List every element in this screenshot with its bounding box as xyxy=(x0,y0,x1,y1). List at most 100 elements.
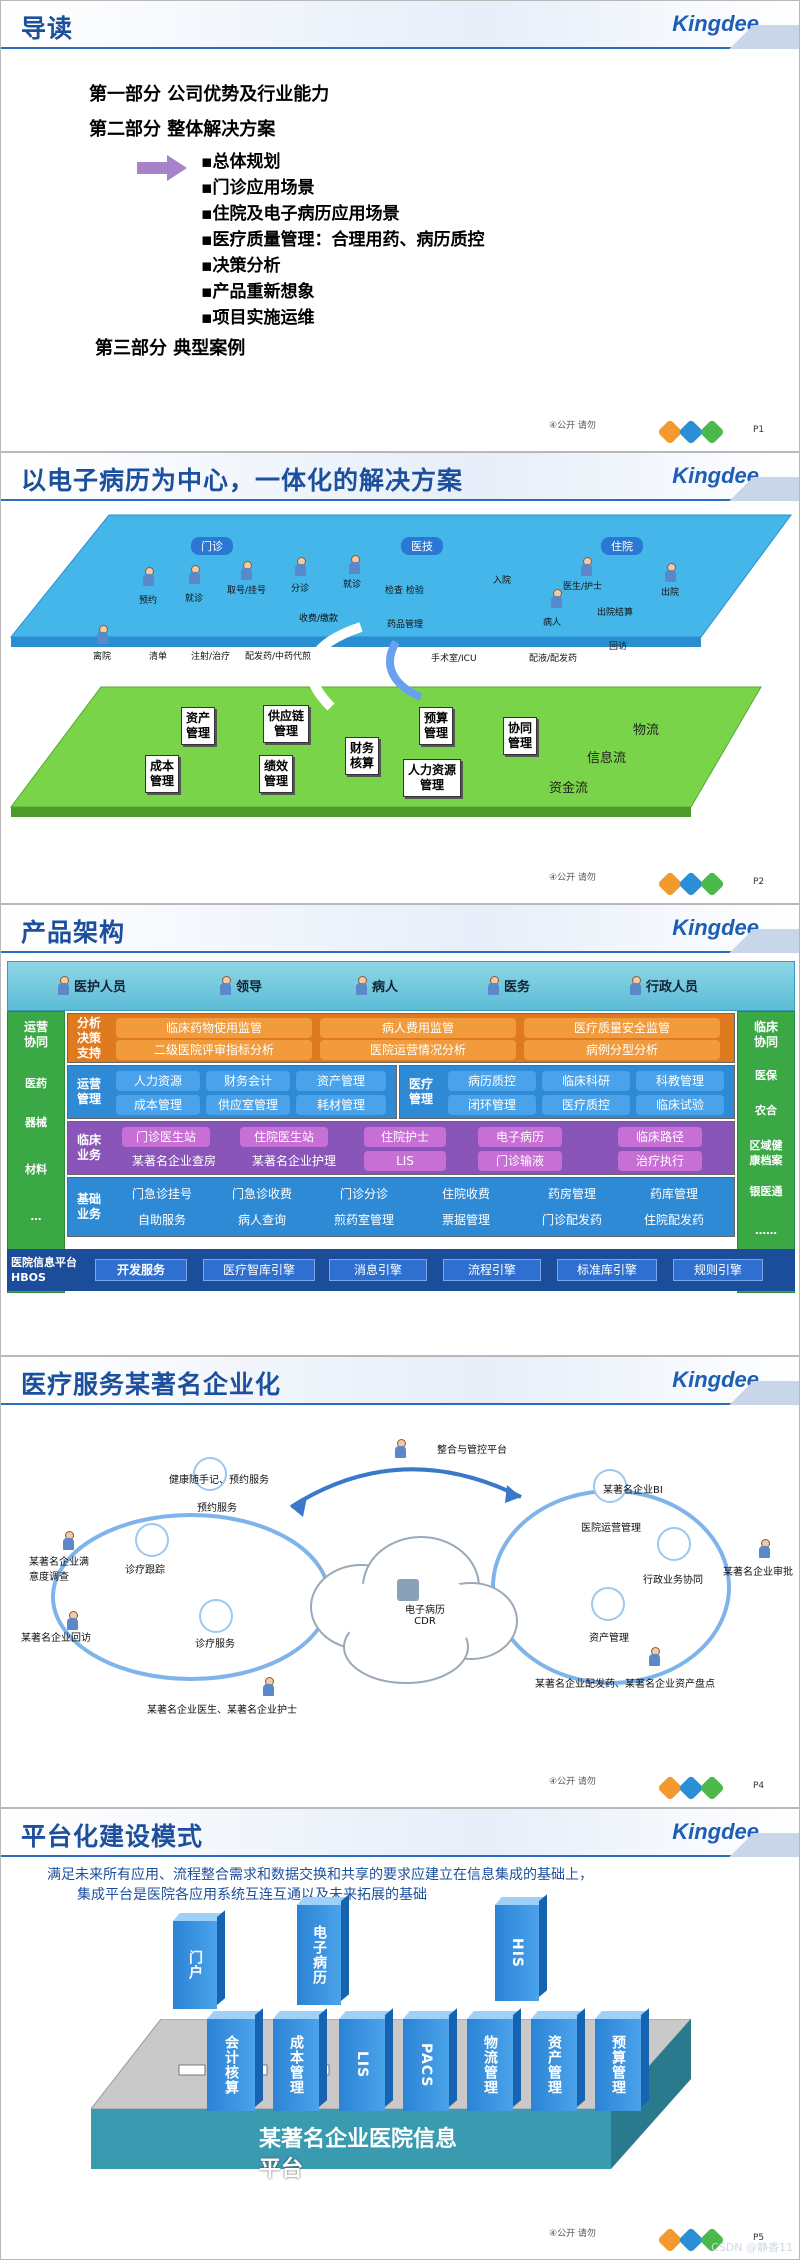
agenda-item: ▪项目实施运维 xyxy=(123,305,485,331)
box-performance: 绩效 管理 xyxy=(259,755,293,793)
slide-title: 导读 xyxy=(21,9,73,45)
hbos-cell: 消息引擎 xyxy=(329,1259,427,1281)
cell: 门急诊挂号 xyxy=(116,1184,208,1204)
cell: 药房管理 xyxy=(526,1184,618,1204)
box-finance: 财务 核算 xyxy=(345,737,379,775)
hbos-cell: 规则引擎 xyxy=(673,1259,763,1281)
cell: 医疗质量安全监管 xyxy=(524,1018,720,1038)
right-sidebar-item: …… xyxy=(738,1223,794,1238)
flow-label: 出院 xyxy=(661,585,679,598)
box-cost: 成本 管理 xyxy=(145,755,179,793)
cell: 病人查询 xyxy=(216,1210,308,1230)
person-icon xyxy=(579,557,593,577)
right-sidebar-item: 区域健 康档案 xyxy=(738,1138,794,1168)
person-icon xyxy=(95,625,109,645)
right-sidebar-item: 医保 xyxy=(738,1068,794,1083)
right-sidebar-title: 临床 协同 xyxy=(738,1020,794,1050)
flow-label: 医生/护士 xyxy=(563,579,602,592)
box-asset-mgmt: 资产 管理 xyxy=(181,707,215,745)
cell: 住院配发药 xyxy=(628,1210,720,1230)
intro-line-1: 满足未来所有应用、流程整合需求和数据交换和共享的要求应建立在信息集成的基础上， xyxy=(47,1865,593,1885)
cell: 某著名企业护理 xyxy=(236,1151,352,1171)
label-cdr: 电子病历 CDR xyxy=(405,1601,445,1627)
flow-label: 配液/配发药 xyxy=(529,651,577,664)
cell: 财务会计 xyxy=(206,1071,290,1091)
hbos-platform-bar: 医院信息平台 HBOS 开发服务 医疗智库引擎 消息引擎 流程引擎 标准库引擎 … xyxy=(7,1249,795,1291)
service-node xyxy=(199,1599,233,1633)
label-tracking: 诊疗跟踪 xyxy=(125,1561,165,1576)
person-icon xyxy=(757,1539,771,1559)
footer-note: ④公开 请勿 xyxy=(549,2226,596,2239)
right-sidebar-item: 农合 xyxy=(738,1103,794,1118)
cell: 自助服务 xyxy=(116,1210,208,1230)
pillar-lis: LIS xyxy=(339,2019,385,2111)
person-icon xyxy=(393,1439,407,1459)
tag-medtech: 医技 xyxy=(401,537,443,555)
label-health-notes: 健康随手记、预约服务 xyxy=(169,1471,269,1486)
hbos-label: 医院信息平台 HBOS xyxy=(11,1255,77,1285)
flow-label: 就诊 xyxy=(185,591,203,604)
label-followup: 某著名企业回访 xyxy=(21,1629,91,1644)
agenda-item: ▪门诊应用场景 xyxy=(123,175,485,201)
pillar-pacs: PACS xyxy=(403,2019,449,2111)
flow-logistics: 物流 xyxy=(633,719,659,738)
cell: 临床科研 xyxy=(542,1071,630,1091)
cell: 资产管理 xyxy=(296,1071,386,1091)
tag-inpatient: 住院 xyxy=(601,537,643,555)
right-sidebar-item: 银医通 xyxy=(738,1184,794,1199)
kingdee-logo: Kingdee xyxy=(672,1367,759,1393)
service-node xyxy=(135,1523,169,1557)
kingdee-logo: Kingdee xyxy=(672,915,759,941)
person-icon xyxy=(354,976,368,996)
green-tile-icon xyxy=(699,871,724,896)
label-approval: 某著名企业审批 xyxy=(723,1563,793,1578)
footer-note: ④公开 请勿 xyxy=(549,870,596,883)
slide-product-architecture: 产品架构 Kingdee 医护人员 领导 病人 医务 行政人员 运营 协同 医药… xyxy=(0,904,800,1356)
title-bar: 平台化建设模式 Kingdee xyxy=(1,1809,800,1857)
cell: 临床药物使用监管 xyxy=(116,1018,312,1038)
pillar-his: HIS xyxy=(495,1905,539,2001)
agenda-item: ▪决策分析 xyxy=(123,253,485,279)
cell: 二级医院评审指标分析 xyxy=(116,1040,312,1060)
band-label: 分析 决策 支持 xyxy=(68,1014,110,1062)
title-bar: 导读 Kingdee xyxy=(1,1,800,49)
slide-platform-model: 平台化建设模式 Kingdee 满足未来所有应用、流程整合需求和数据交换和共享的… xyxy=(0,1808,800,2260)
label-bi: 某著名企业BI xyxy=(603,1481,663,1496)
service-node xyxy=(591,1587,625,1621)
flow-label: 回访 xyxy=(609,639,627,652)
person-icon xyxy=(261,1677,275,1697)
flow-label: 分诊 xyxy=(291,581,309,594)
role-bar: 医护人员 领导 病人 医务 行政人员 xyxy=(7,961,795,1011)
hbos-cell: 标准库引擎 xyxy=(557,1259,657,1281)
left-sidebar-item: 材料 xyxy=(8,1162,64,1177)
cell: 病历质控 xyxy=(448,1071,536,1091)
cell: 某著名企业查房 xyxy=(116,1151,232,1171)
kingdee-logo: Kingdee xyxy=(672,1819,759,1845)
page-number: P2 xyxy=(753,877,764,887)
cell: 治疗执行 xyxy=(618,1151,702,1171)
person-icon xyxy=(61,1531,75,1551)
band-basic: 基础 业务 门急诊挂号 门急诊收费 门诊分诊 住院收费 药房管理 药库管理 自助… xyxy=(67,1177,735,1237)
band-label: 医疗 管理 xyxy=(400,1066,442,1118)
person-icon xyxy=(56,976,70,996)
band-operations: 运营 管理 人力资源 财务会计 资产管理 成本管理 供应室管理 耗材管理 xyxy=(67,1065,397,1119)
slide-title: 产品架构 xyxy=(21,913,125,949)
agenda-part1: 第一部分 公司优势及行业能力 xyxy=(89,79,485,110)
slide-agenda: 导读 Kingdee 第一部分 公司优势及行业能力 第二部分 整体解决方案 ▪总… xyxy=(0,0,800,452)
cell: 电子病历 xyxy=(478,1127,562,1147)
cell: 门急诊收费 xyxy=(216,1184,308,1204)
label-platform: 整合与管控平台 xyxy=(437,1441,507,1456)
flow-label: 预约 xyxy=(139,593,157,606)
kingdee-logo: Kingdee xyxy=(672,463,759,489)
person-icon xyxy=(663,563,677,583)
platform-base-label-2: 平台 xyxy=(259,2151,303,2183)
pillar-logistics: 物流管理 xyxy=(467,2019,513,2111)
cell: 科教管理 xyxy=(636,1071,724,1091)
label-admin-collab: 行政业务协同 xyxy=(643,1571,703,1586)
band-label: 运营 管理 xyxy=(68,1066,110,1118)
cell: 门诊分诊 xyxy=(318,1184,410,1204)
flow-label: 手术室/ICU xyxy=(431,651,477,664)
label-asset: 资产管理 xyxy=(589,1629,629,1644)
pillar-budget: 预算管理 xyxy=(595,2019,641,2111)
hbos-cell: 医疗智库引擎 xyxy=(203,1259,315,1281)
